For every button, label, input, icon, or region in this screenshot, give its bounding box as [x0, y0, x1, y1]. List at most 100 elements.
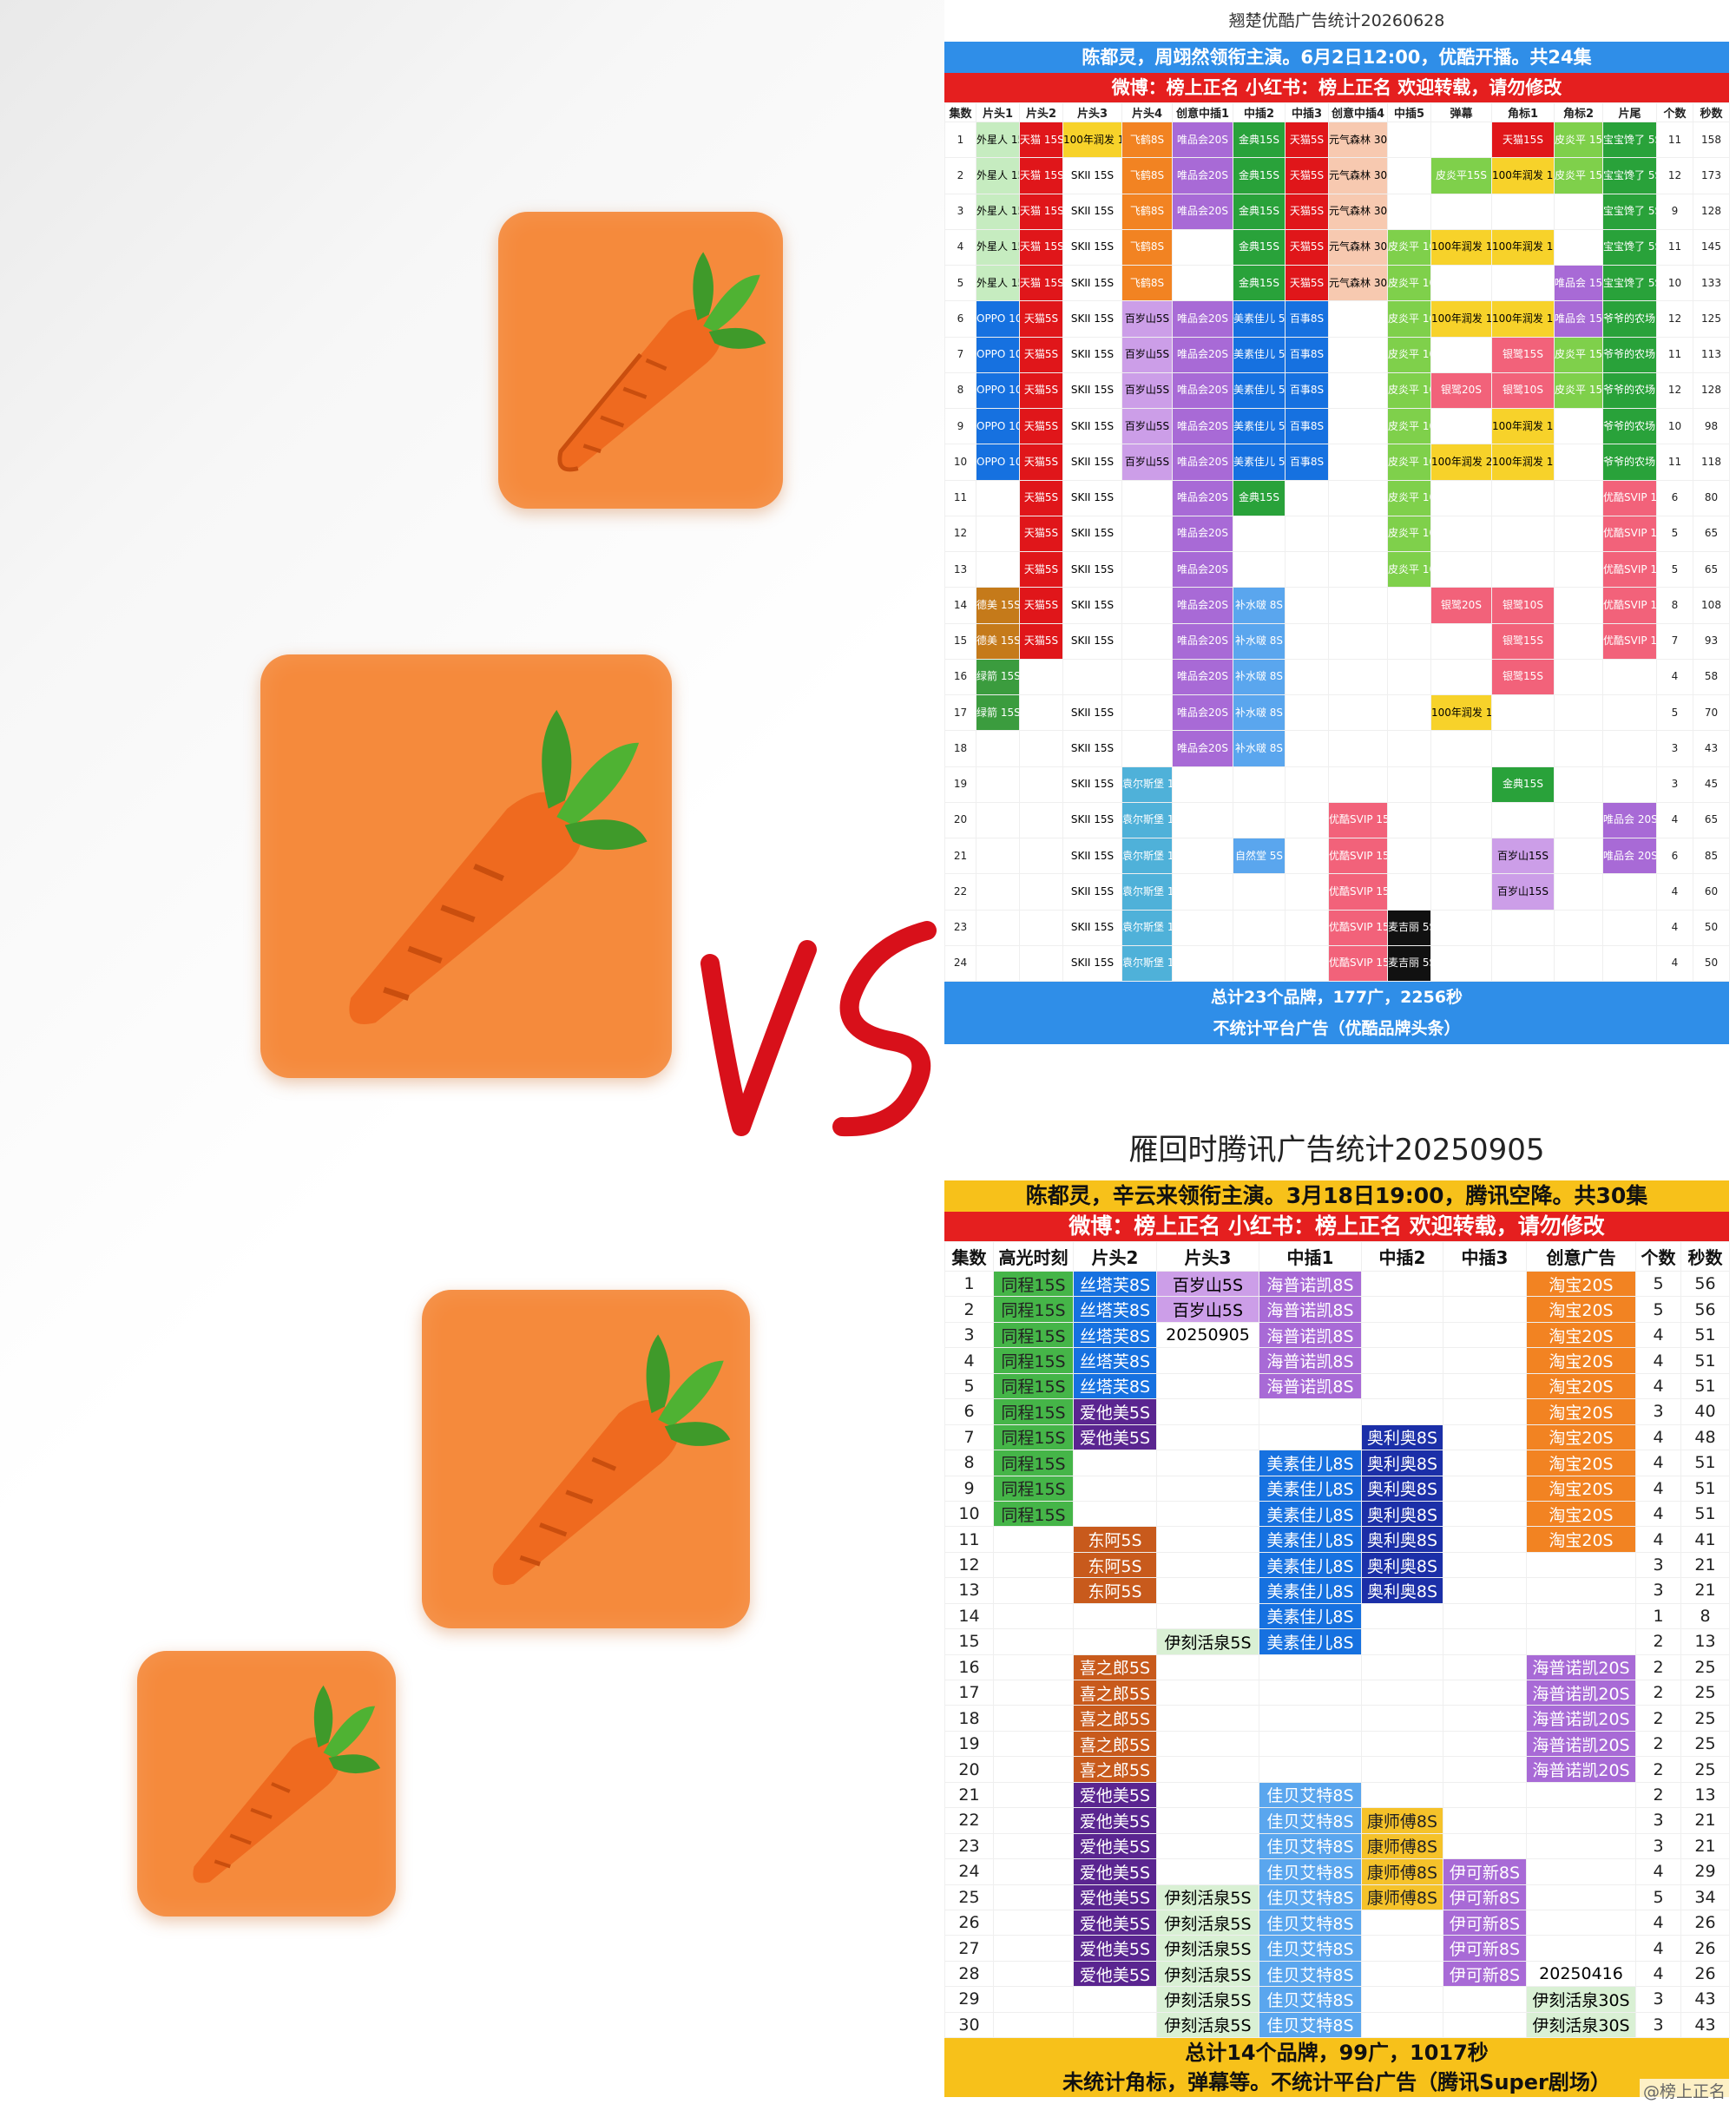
column-header: 片头2	[1019, 102, 1063, 122]
ad-cell: 元气森林 30S	[1328, 228, 1388, 266]
ad-cell: 银鹭15S	[1491, 658, 1555, 696]
panel2-footer-note: 未统计角标，弹幕等。不统计平台广告（腾讯Super剧场）	[1062, 2070, 1611, 2095]
ad-cell	[1361, 2011, 1443, 2039]
ad-cell: SKII 15S	[1062, 300, 1122, 338]
ad-cell	[1443, 1270, 1527, 1298]
ad-cell	[1361, 1781, 1443, 1809]
ad-cell	[1121, 587, 1173, 624]
ad-cell: 优酷SVIP 15S	[1328, 944, 1388, 983]
ad-cell: 天猫 15S	[1019, 193, 1063, 230]
ad-cell	[1443, 1450, 1527, 1476]
ad-cell: 爱他美5S	[1073, 1858, 1157, 1885]
ad-cell: 100年润发 20S	[1430, 444, 1492, 481]
ad-cell	[1233, 515, 1286, 553]
ad-cell: SKII 15S	[1062, 407, 1122, 445]
count-cell: 3	[1635, 1398, 1681, 1425]
ad-cell: 皮炎平 10S	[1387, 300, 1431, 338]
episode-number: 13	[944, 1577, 994, 1604]
ad-cell	[1156, 1526, 1259, 1553]
ad-cell	[1526, 1577, 1636, 1604]
ad-cell: 100年润发 12S	[1430, 694, 1492, 732]
count-cell: 26	[1680, 1960, 1730, 1988]
ad-cell: 20250905	[1156, 1321, 1259, 1349]
count-cell: 5	[1635, 1270, 1681, 1298]
ad-cell	[1156, 1347, 1259, 1374]
count-cell: 65	[1693, 515, 1730, 553]
episode-number: 20	[944, 801, 976, 839]
count-cell: 25	[1680, 1654, 1730, 1681]
ad-cell	[1443, 1577, 1527, 1604]
ad-cell: 金典15S	[1491, 766, 1555, 803]
ad-cell	[1554, 873, 1603, 911]
count-cell: 2	[1635, 1628, 1681, 1655]
ad-cell	[976, 479, 1020, 516]
ad-cell: 奥利奥8S	[1361, 1551, 1443, 1579]
ad-cell: 美素佳儿8S	[1259, 1475, 1362, 1502]
episode-number: 25	[944, 1884, 994, 1910]
episode-number: 15	[944, 622, 976, 660]
count-cell: 5	[1635, 1884, 1681, 1910]
ad-cell	[1430, 515, 1492, 553]
ad-cell: 海普诺凯8S	[1259, 1296, 1362, 1323]
ad-cell	[1526, 1807, 1636, 1834]
count-cell: 4	[1635, 1526, 1681, 1553]
count-cell: 5	[1656, 550, 1693, 588]
ad-cell	[1121, 658, 1173, 696]
count-cell: 5	[1635, 1296, 1681, 1323]
ad-cell: 德美 15S	[976, 587, 1020, 624]
count-cell: 51	[1680, 1372, 1730, 1400]
ad-cell: 百岁山5S	[1121, 444, 1173, 481]
ad-cell: 康师傅8S	[1361, 1807, 1443, 1834]
ad-cell	[1328, 622, 1388, 660]
ad-cell: SKII 15S	[1062, 622, 1122, 660]
ad-cell: 袁尔斯堡 15S	[1121, 766, 1173, 803]
ad-cell	[993, 1756, 1074, 1783]
ad-cell: 天猫5S	[1285, 264, 1329, 302]
count-cell: 7	[1656, 622, 1693, 660]
ad-cell: 宝宝馋了 5S	[1602, 264, 1657, 302]
count-cell: 50	[1693, 909, 1730, 946]
ad-cell	[1526, 1832, 1636, 1860]
carrot-tile-3	[422, 1290, 750, 1628]
ad-cell: SKII 15S	[1062, 371, 1122, 410]
ad-cell: 同程15S	[993, 1321, 1074, 1349]
count-cell: 58	[1693, 658, 1730, 696]
count-cell: 3	[1635, 1986, 1681, 2013]
ad-cell: 天猫5S	[1019, 336, 1063, 373]
ad-cell	[1233, 909, 1286, 946]
count-cell: 4	[1635, 1423, 1681, 1451]
episode-number: 27	[944, 1935, 994, 1962]
ad-cell: 100年润发 15S	[1491, 228, 1555, 266]
ad-cell	[1430, 909, 1492, 946]
ad-cell	[1361, 1756, 1443, 1783]
ad-cell: 唯品会20S	[1172, 479, 1233, 516]
ad-cell	[1233, 944, 1286, 983]
column-header: 片头4	[1121, 102, 1173, 122]
ad-cell	[1361, 1398, 1443, 1425]
ad-cell: 伊刻活泉30S	[1526, 2011, 1636, 2039]
ad-cell	[1554, 944, 1603, 983]
ad-cell	[1019, 909, 1063, 946]
ad-cell: 百岁山5S	[1121, 336, 1173, 373]
ad-cell: 唯品会20S	[1172, 371, 1233, 410]
ad-cell: 海普诺凯8S	[1259, 1270, 1362, 1298]
ad-cell: 美素佳儿8S	[1259, 1577, 1362, 1604]
ad-cell	[1602, 658, 1657, 696]
ad-cell: 天猫5S	[1019, 407, 1063, 445]
ad-cell: 淘宝20S	[1526, 1398, 1636, 1425]
episode-number: 5	[944, 1372, 994, 1400]
episode-number: 3	[944, 193, 976, 230]
ad-cell: 皮炎平 10S	[1387, 550, 1431, 588]
count-cell: 2	[1635, 1654, 1681, 1681]
